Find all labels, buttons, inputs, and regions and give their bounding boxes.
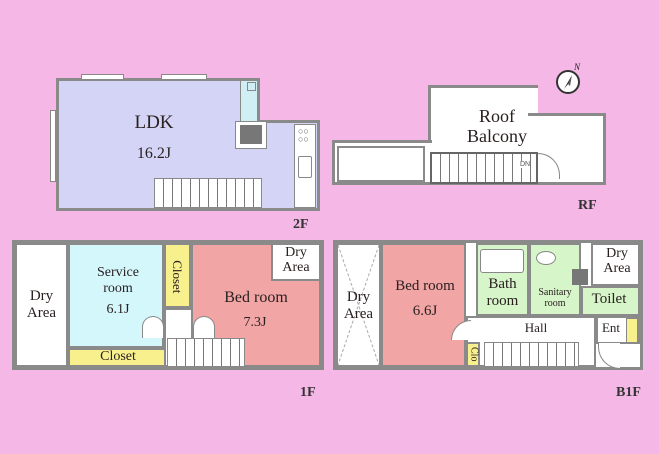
washer-box — [572, 269, 588, 285]
stairs-1f — [167, 338, 245, 367]
bed-room-b1f-label: Bed room — [395, 278, 455, 294]
floor-label-rf: RF — [578, 198, 597, 213]
dry-area-left-label-line1: Dry — [29, 288, 54, 304]
closet-b1f — [466, 342, 480, 367]
dry-area-left-label-line2: Area — [26, 305, 57, 321]
stairs-rf — [430, 152, 538, 184]
floor-1f: Dry Area Service room 6.1J Closet Closet… — [12, 240, 324, 370]
range-hood-fill — [240, 125, 262, 144]
entry-door-swing — [598, 343, 620, 369]
dry-area-right-1f-label-line2: Area — [282, 260, 310, 275]
entrance-label: Ent — [601, 320, 621, 335]
floor-label-1f: 1F — [300, 385, 316, 400]
dry-area-left-b1f-label-line2: Area — [343, 306, 374, 322]
dry-area-left-b1f — [336, 243, 381, 367]
ldk-size: 16.2J — [136, 145, 172, 162]
floor-b1f: Dry Area Bed room 6.6J Bath room Sanitar… — [333, 240, 643, 370]
floor-label-2f: 2F — [293, 217, 309, 232]
duct-box — [247, 82, 256, 91]
roof-balcony-right — [528, 113, 606, 185]
bed-room-1f-label: Bed room — [224, 289, 288, 306]
bath-room-label-line1: Bath — [488, 276, 517, 292]
ldk-label: LDK — [134, 112, 174, 133]
dry-area-right-b1f — [591, 243, 640, 286]
closet-vertical-label: Closet — [169, 260, 185, 294]
skylight-box — [337, 146, 425, 182]
hall-label: Hall — [524, 320, 548, 335]
closet-vertical — [164, 243, 191, 308]
bed-room-b1f — [381, 243, 466, 367]
service-room-size: 6.1J — [106, 302, 130, 317]
closet-horizontal-label: Closet — [100, 349, 136, 364]
stairs-2f — [154, 178, 262, 208]
dry-area-left-1f — [15, 243, 68, 367]
dry-area-right-b1f-label-line1: Dry — [606, 246, 628, 261]
floor-label-b1f: B1F — [616, 385, 641, 400]
floor-2f: ○○○○ LDK 16.2J — [50, 74, 320, 212]
bathtub — [480, 249, 524, 273]
dry-area-right-1f — [271, 243, 321, 281]
door-swing — [193, 316, 215, 338]
cross-mark-icon — [338, 245, 379, 365]
sink-icon — [298, 156, 312, 178]
toilet — [581, 286, 640, 316]
compass — [556, 70, 580, 94]
bed-room-1f-size: 7.3J — [243, 315, 267, 330]
toilet-label: Toilet — [591, 291, 627, 307]
stove-icon: ○○○○ — [298, 126, 309, 144]
roof-balcony-label-line2: Balcony — [467, 126, 527, 146]
floor-rf: DN Roof Balcony — [332, 85, 606, 185]
window — [81, 74, 124, 80]
dry-area-left-b1f-label-line1: Dry — [346, 289, 371, 305]
service-room-label-line1: Service — [97, 265, 139, 280]
door-swing — [142, 316, 164, 338]
bath-room-label-line2: room — [486, 293, 519, 309]
window — [50, 110, 56, 182]
window — [161, 74, 207, 80]
roof-balcony-label-line1: Roof — [479, 106, 515, 126]
fridge-space — [240, 81, 257, 123]
sanitary-room-label-line2: room — [544, 298, 566, 309]
closet-b1f-label: Clo — [468, 347, 480, 362]
compass-north-label: N — [574, 62, 581, 72]
kitchen-counter — [294, 124, 316, 208]
dry-area-right-1f-label-line1: Dry — [285, 245, 307, 260]
dry-area-right-b1f-label-line2: Area — [603, 261, 631, 276]
washbasin — [536, 251, 556, 265]
stairs-dn-label: DN — [520, 161, 531, 168]
stairs-b1f — [484, 342, 579, 367]
sanitary-room-label-line1: Sanitary — [538, 287, 572, 298]
shoe-cabinet — [626, 318, 638, 343]
bed-room-b1f-size: 6.6J — [412, 303, 438, 319]
north-arrow-icon — [564, 75, 572, 89]
service-room-label-line2: room — [103, 281, 133, 296]
